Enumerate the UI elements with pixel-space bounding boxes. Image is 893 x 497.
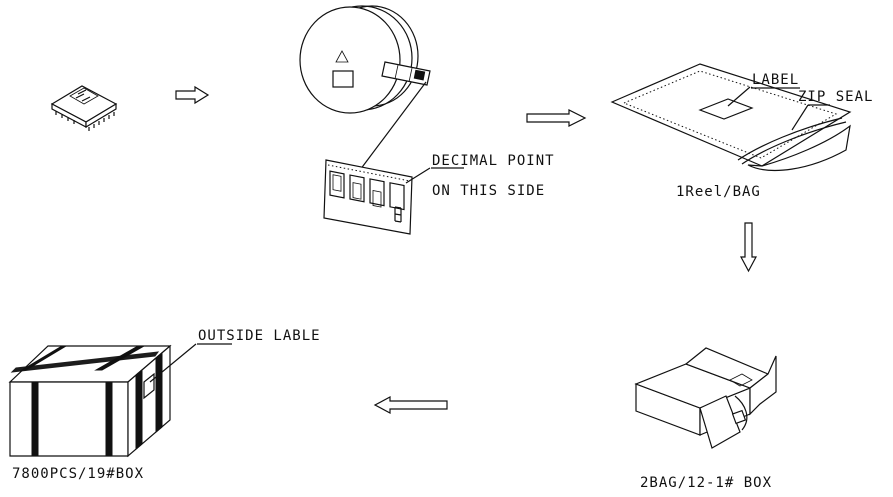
outside-lable-label: OUTSIDE LABLE <box>198 328 321 344</box>
tape-reel-icon <box>299 5 431 114</box>
anti-static-bag-icon <box>610 63 852 172</box>
led-display-component-icon <box>50 85 118 131</box>
arrow-right-icon <box>526 109 587 127</box>
decimal-point-label-line2: ON THIS SIDE <box>432 183 545 199</box>
reel-to-tape-leader <box>353 81 427 179</box>
decimal-point-label-line1: DECIMAL POINT <box>432 153 555 169</box>
arrow-down-icon <box>739 222 758 273</box>
arrow-left-icon <box>373 396 448 414</box>
arrow-right-icon <box>175 85 210 105</box>
bag-label-callout: LABEL <box>727 72 800 107</box>
inner-box-label: 2BAG/12-1# BOX <box>640 475 772 491</box>
zip-seal-callout: ZIP SEAL <box>791 89 873 131</box>
decimal-point-callout: DECIMAL POINT ON THIS SIDE <box>405 153 555 199</box>
carrier-tape-icon <box>323 159 413 235</box>
outside-label-callout: OUTSIDE LABLE <box>149 328 321 383</box>
reel-per-bag-label: 1Reel/BAG <box>676 184 761 200</box>
carton-quantity-label: 7800PCS/19#BOX <box>12 466 144 482</box>
label-label: LABEL <box>752 72 799 88</box>
inner-box-icon <box>634 347 777 449</box>
outer-carton-icon <box>8 344 172 458</box>
zip-seal-label: ZIP SEAL <box>798 89 873 105</box>
